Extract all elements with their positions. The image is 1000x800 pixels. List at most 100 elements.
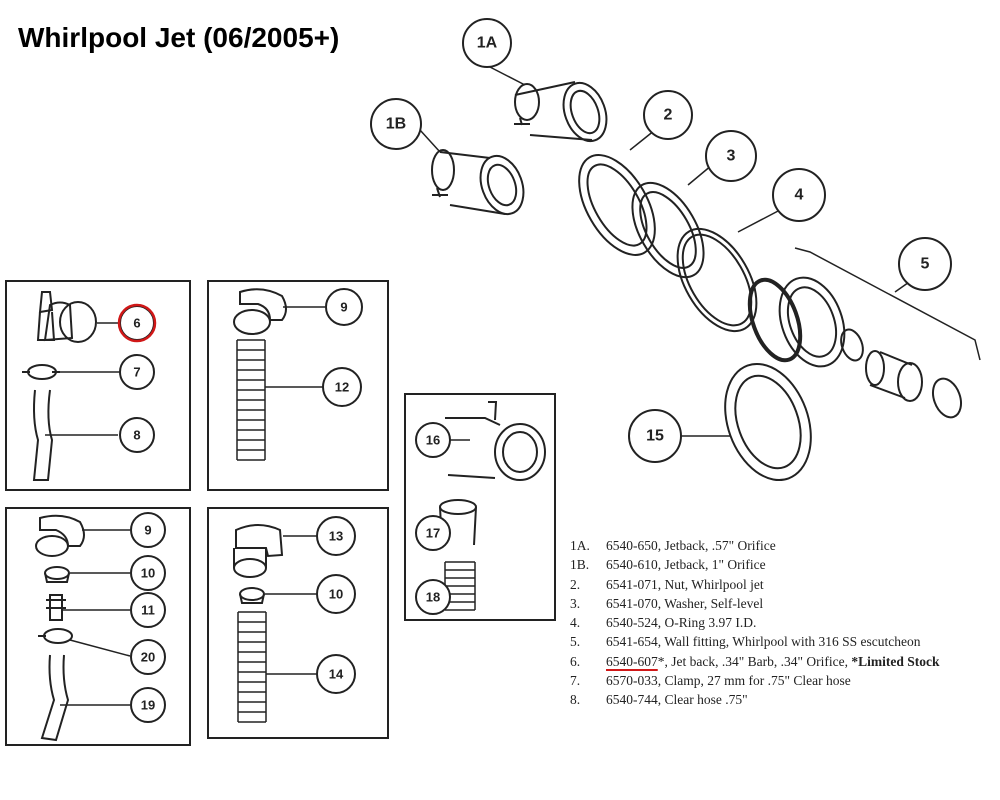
callout-12-label: 12: [335, 380, 349, 395]
legend-item-number: 4.: [570, 615, 581, 631]
legend-row: 8.6540-744, Clear hose .75": [570, 690, 940, 709]
callout-2: [643, 90, 693, 140]
legend-part-number: 6540-650: [606, 538, 658, 553]
callout-16: [415, 422, 451, 458]
part-9-elbow-drawing-b: [35, 514, 130, 557]
kit-box-6-7-8: [5, 280, 191, 491]
legend-row: 5. 6541-654, Wall fitting, Whirlpool with…: [570, 632, 940, 651]
legend-item-number: 6.: [570, 653, 581, 669]
callout-17-label: 17: [426, 526, 440, 541]
callout-19-label: 19: [141, 698, 155, 713]
callout-18: [415, 579, 451, 615]
part-20-clamp-drawing: [38, 628, 131, 657]
kit-box-13-10-14: [207, 507, 389, 739]
callout-16-label: 16: [426, 433, 440, 448]
legend-part-number: 6541-070: [606, 595, 658, 611]
callout-4-label: 4: [795, 187, 804, 204]
callout-19: [130, 687, 166, 723]
callout-4: [772, 168, 826, 222]
legend-row: 2. 6541-071, Nut, Whirlpool jet: [570, 575, 940, 594]
part-8-hose-drawing: [32, 389, 118, 481]
callout-6-highlight-ring: [117, 303, 157, 343]
legend-part-number-highlighted: 6540-607: [606, 653, 658, 669]
callout-8: [119, 417, 155, 453]
part-15-ring-drawing: [680, 362, 812, 482]
legend-row: 1A. 6540-650, Jetback, .57" Orifice: [570, 536, 940, 555]
callout-13: [316, 516, 356, 556]
part-11-barb-fitting-drawing: [46, 594, 130, 621]
legend-description: , Washer, Self-level: [657, 595, 764, 611]
callout-14-label: 14: [329, 667, 344, 682]
part-5-wall-fitting-drawing: [747, 247, 981, 419]
part-10-grommet-drawing-b: [239, 587, 317, 604]
callout-10b-label: 10: [329, 587, 343, 602]
callout-7-label: 7: [133, 365, 140, 380]
part-14-corrugated-hose-drawing: [237, 611, 317, 723]
legend-item-number: 1A.: [570, 538, 590, 553]
legend-item-number: 8.: [570, 692, 581, 708]
part-13-elbow-drawing: [233, 524, 317, 578]
callout-11-label: 11: [141, 603, 155, 618]
callout-13-label: 13: [329, 529, 343, 544]
legend-description: , O-Ring 3.97 I.D.: [657, 615, 757, 631]
kit-box-9-10-11-20-19: [5, 507, 191, 746]
legend-row-highlighted: 6. 6540-607*, Jet back, .34" Barb, .34" O…: [570, 652, 940, 671]
legend-item-number: 5.: [570, 634, 581, 650]
legend-description: , Jetback, 1" Orifice: [657, 557, 766, 573]
legend-item-number: 3.: [570, 595, 581, 611]
legend-part-number: 6541-654: [606, 634, 658, 650]
part-4-oring-drawing: [676, 209, 781, 333]
part-10-grommet-drawing-a: [44, 566, 130, 583]
legend-item-number: 2.: [570, 576, 581, 592]
legend-row: 4. 6540-524, O-Ring 3.97 I.D.: [570, 613, 940, 632]
legend-description: , Nut, Whirlpool jet: [657, 576, 764, 592]
legend-part-number: 6540-610: [606, 557, 658, 573]
part-1a-jetback-drawing: [487, 65, 608, 143]
callout-9b-label: 9: [144, 523, 151, 538]
legend-item-number: 1B.: [570, 557, 590, 573]
legend-part-number: 6541-071: [606, 576, 658, 592]
callout-10a: [130, 555, 166, 591]
part-9-elbow-drawing-a: [233, 288, 325, 335]
callout-20-label: 20: [141, 650, 155, 665]
legend-description: , Wall fitting, Whirlpool with 316 SS es…: [657, 634, 921, 650]
part-6-jetback-drawing: [36, 291, 118, 343]
legend-part-number: 6540-524: [606, 615, 658, 631]
callout-15-label: 15: [646, 428, 664, 445]
callout-9a: [325, 288, 363, 326]
part-16-jetback-drawing: [445, 401, 546, 481]
callout-1b-label: 1B: [386, 116, 406, 133]
page-title: Whirlpool Jet (06/2005+): [18, 22, 340, 53]
legend-description: , Jetback, .57" Orifice: [657, 538, 776, 553]
callout-1a: [462, 18, 512, 68]
legend-row: 7.6570-033, Clamp, 27 mm for .75" Clear …: [570, 671, 940, 690]
parts-legend: 1A. 6540-650, Jetback, .57" Orifice 1B. 65…: [570, 536, 940, 710]
callout-5: [898, 237, 952, 291]
callout-5-label: 5: [921, 256, 930, 273]
callout-2-label: 2: [664, 107, 673, 124]
callout-3: [705, 130, 757, 182]
part-12-corrugated-hose-drawing: [236, 339, 325, 461]
callout-6-label: 6: [133, 316, 140, 331]
part-2-nut-drawing: [578, 129, 656, 256]
legend-description: , Clamp, 27 mm for .75" Clear hose: [657, 673, 851, 689]
callout-20: [130, 639, 166, 675]
legend-stock-note: *Limited Stock: [851, 653, 940, 669]
callout-14: [316, 654, 356, 694]
legend-part-number: 6540-744: [606, 692, 658, 708]
legend-part-number: 6570-033: [606, 673, 658, 689]
callout-9b: [130, 512, 166, 548]
part-7-clamp-drawing: [22, 364, 120, 380]
kit-box-9-12: [207, 280, 389, 491]
callout-12: [322, 367, 362, 407]
callout-18-label: 18: [426, 590, 440, 605]
part-1b-jetback-drawing: [419, 129, 525, 216]
legend-description: *, Jet back, .34" Barb, .34" Orifice,: [657, 653, 852, 669]
callout-1b: [370, 98, 422, 150]
callout-10a-label: 10: [141, 566, 155, 581]
callout-1a-label: 1A: [477, 35, 498, 52]
callout-9a-label: 9: [340, 300, 347, 315]
callout-7: [119, 354, 155, 390]
callout-8-label: 8: [133, 428, 140, 443]
